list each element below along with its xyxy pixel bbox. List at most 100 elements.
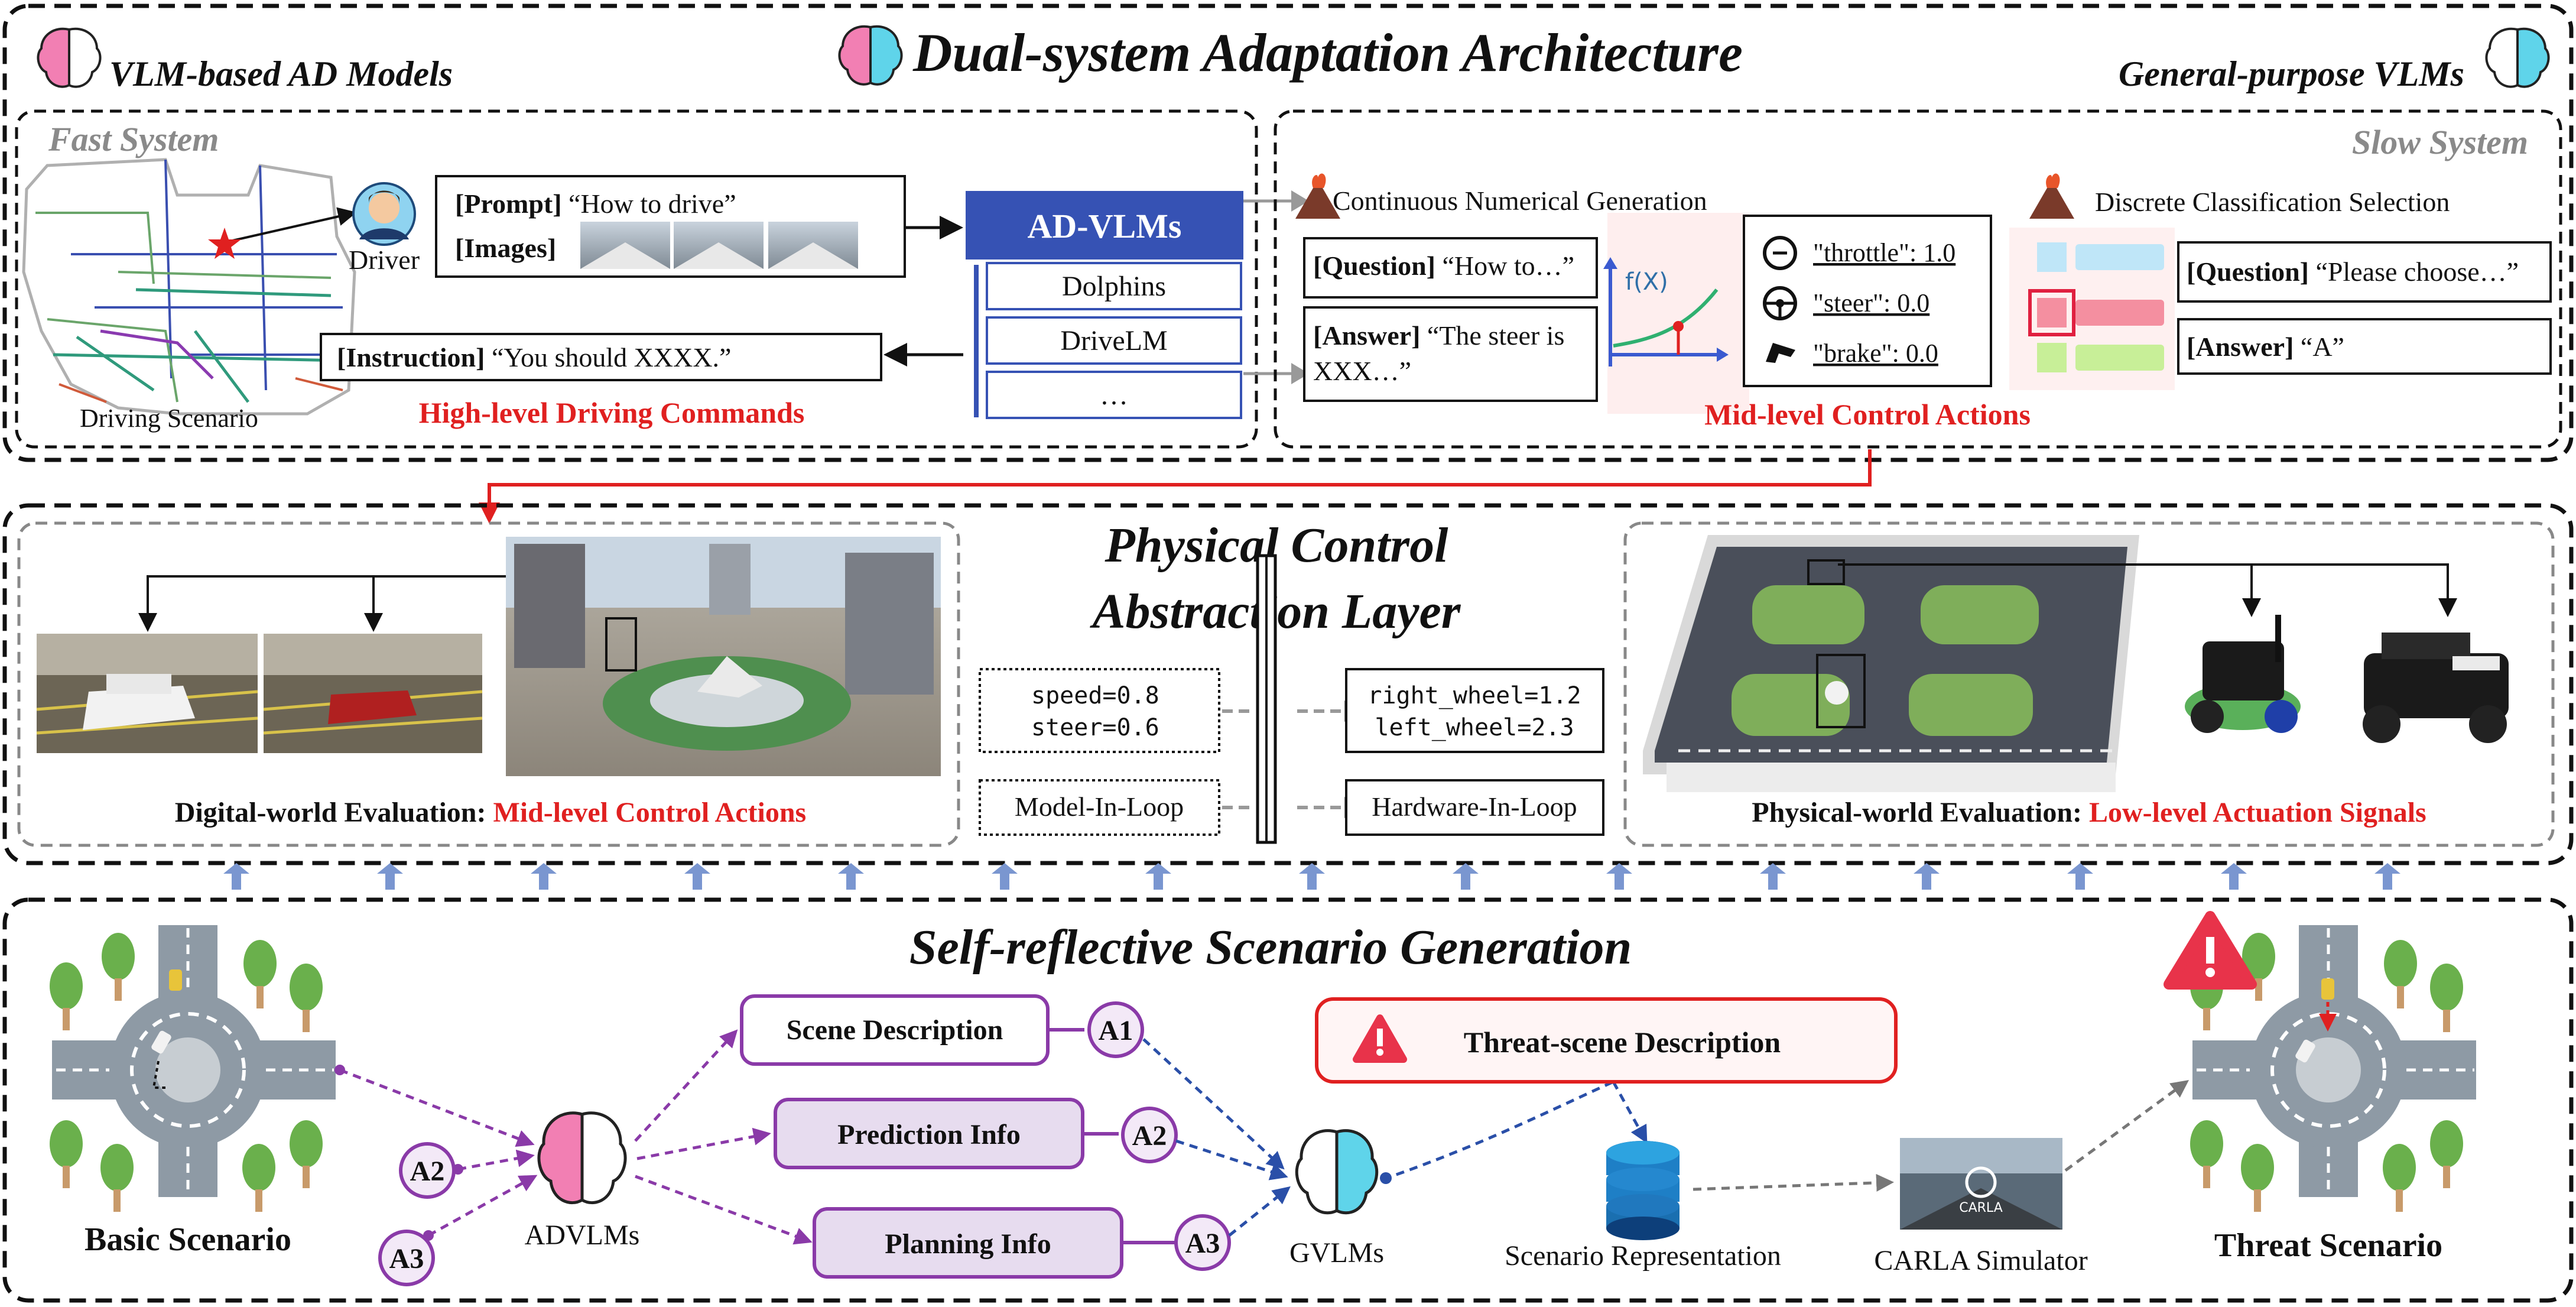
advlms-header <box>966 191 1243 260</box>
gvlms-label: GVLMs <box>1289 1237 1384 1269</box>
carla-simulator-label: CARLA Simulator <box>1874 1245 2087 1276</box>
images-tag: [Images] <box>455 233 556 263</box>
physical-eval-box <box>1623 521 2555 847</box>
a1-node <box>1087 1001 1144 1058</box>
blue-brain-icon <box>2485 27 2550 88</box>
model-dolphins <box>986 262 1242 310</box>
answer-tag-1: [Answer] <box>1313 320 1420 351</box>
slow-system-label: Slow System <box>2352 123 2528 161</box>
abstraction-divider <box>1256 554 1277 844</box>
pink-brain-icon <box>37 27 102 88</box>
dual-brain-icon <box>838 25 903 86</box>
question-box-2 <box>2177 241 2552 303</box>
answer-box-2 <box>2177 318 2552 375</box>
gvlms-brain-icon <box>1295 1129 1379 1215</box>
sim-steer: steer=0.6 <box>1031 714 1159 741</box>
general-vlms-label: General-purpose VLMs <box>2119 54 2464 93</box>
sim-speed: speed=0.8 <box>1031 682 1159 709</box>
scene-description-label: Scene Description <box>787 1014 1003 1046</box>
database-icon <box>1606 1141 1680 1240</box>
answer-box-1 <box>1303 306 1598 402</box>
instruction-text: “You should XXXX.” <box>492 342 732 372</box>
instruction-box <box>320 333 882 381</box>
a2-left-label: A2 <box>410 1156 445 1187</box>
physical-track-image <box>1643 535 2139 792</box>
answer-text-1b: XXX…” <box>1313 356 1411 386</box>
answer-tag-2: [Answer] <box>2187 332 2294 362</box>
throttle-value: "throttle": 1.0 <box>1813 238 1955 267</box>
main-title: Dual-system Adaptation Architecture <box>912 22 1743 83</box>
steering-wheel-icon <box>1763 286 1797 320</box>
model-in-loop-label: Model-In-Loop <box>1015 792 1184 822</box>
red-connector-arrow <box>479 449 1872 524</box>
a2-right-label: A2 <box>1132 1120 1167 1152</box>
answer-text-2: “A” <box>2301 332 2344 362</box>
hw-params-box <box>1345 668 1604 753</box>
continuous-generation-label: Continuous Numerical Generation <box>1333 186 1707 216</box>
hw-left-wheel: left_wheel=2.3 <box>1375 714 1574 741</box>
vlm-ad-models-label: VLM-based AD Models <box>109 54 453 93</box>
fast-system-box <box>15 109 1258 449</box>
car-position-star-icon <box>208 228 241 259</box>
svg-text:Digital-world Evaluation: Mid-: Digital-world Evaluation: Mid-level Cont… <box>175 797 806 828</box>
prediction-info-label: Prediction Info <box>837 1119 1021 1150</box>
function-plot-icon: f(X) <box>1603 213 1749 414</box>
svg-text:[Prompt] “How to drive”: [Prompt] “How to drive” <box>455 189 736 219</box>
threat-description-label: Threat-scene Description <box>1464 1026 1781 1059</box>
abstraction-layer-panel <box>2 503 2574 865</box>
question-tag-1: [Question] <box>1313 251 1435 281</box>
dual-system-panel <box>2 4 2574 462</box>
upward-arrows <box>223 863 2400 890</box>
model-more-label: … <box>1100 380 1128 411</box>
hardware-in-loop-box <box>1345 779 1604 836</box>
road-image-thumbnails <box>580 222 858 269</box>
prompt-tag: [Prompt] <box>455 189 562 219</box>
physical-eval-highlight: Low-level Actuation Signals <box>2089 797 2426 828</box>
driving-scenario-map <box>22 158 357 416</box>
a3-left-label: A3 <box>389 1243 424 1274</box>
answer-text-1a: “The steer is <box>1427 320 1564 351</box>
threat-scenario-label: Threat Scenario <box>2214 1227 2442 1264</box>
a3-node-right <box>1174 1214 1231 1271</box>
svg-text:Physical-world Evaluation: Low: Physical-world Evaluation: Low-level Act… <box>1752 797 2426 828</box>
scenario-generation-panel <box>2 897 2574 1303</box>
scenario-generation-title: Self-reflective Scenario Generation <box>909 920 1632 975</box>
discrete-selection-label: Discrete Classification Selection <box>2095 187 2450 217</box>
steer-value: "steer": 0.0 <box>1813 288 1929 317</box>
model-drivelm <box>986 316 1242 365</box>
fast-system-label: Fast System <box>48 120 219 158</box>
a3-node-left <box>378 1230 435 1286</box>
carla-town-image <box>506 537 941 776</box>
parking-image-white-car <box>36 634 258 753</box>
question-text-1: “How to…” <box>1443 251 1575 281</box>
a2-node-right <box>1121 1107 1178 1163</box>
carla-simulator-image: CARLA <box>1900 1138 2062 1230</box>
driver-avatar-icon <box>352 182 416 246</box>
svg-text:[Question] “How to…”: [Question] “How to…” <box>1313 251 1574 281</box>
svg-text:[Question] “Please choose…”: [Question] “Please choose…” <box>2187 257 2519 287</box>
a3-right-label: A3 <box>1185 1228 1220 1259</box>
question-text-2: “Please choose…” <box>2316 257 2519 287</box>
slow-system-box <box>1274 109 2562 449</box>
threat-warning-icon <box>1353 1014 1407 1063</box>
threat-roundabout-icon <box>2190 925 2476 1212</box>
question-tag-2: [Question] <box>2187 257 2309 287</box>
high-level-commands-label: High-level Driving Commands <box>419 396 805 429</box>
prompt-text: “How to drive” <box>569 189 736 219</box>
throttle-icon <box>1763 236 1797 270</box>
sim-params-box <box>979 668 1220 753</box>
volcano-icon <box>1295 173 1340 219</box>
threat-description-box <box>1315 997 1898 1084</box>
digital-eval-highlight: Mid-level Control Actions <box>493 797 806 828</box>
brake-value: "brake": 0.0 <box>1813 339 1938 368</box>
warning-icon <box>2164 911 2257 990</box>
mid-level-actions-label: Mid-level Control Actions <box>1704 398 2031 431</box>
advlms-brain-icon <box>537 1111 627 1204</box>
instruction-tag: [Instruction] <box>337 342 485 372</box>
physical-eval-label: Physical-world Evaluation: <box>1752 797 2082 828</box>
brake-pedal-icon <box>1766 343 1795 363</box>
svg-text:[Instruction] “You should XXXX: [Instruction] “You should XXXX.” <box>337 342 731 372</box>
basic-roundabout-icon <box>50 925 336 1212</box>
question-box-1 <box>1303 237 1598 299</box>
